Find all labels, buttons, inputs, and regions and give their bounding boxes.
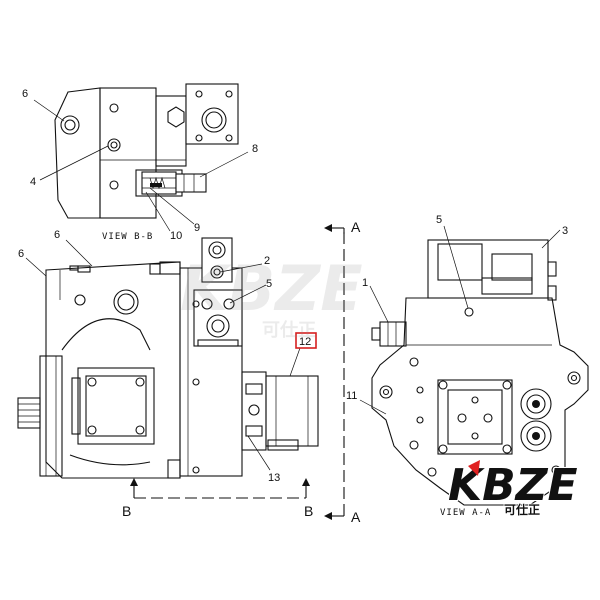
callout-12-highlight (295, 332, 317, 349)
control-block (159, 237, 243, 479)
front-valves (520, 388, 552, 452)
section-a-bottom: A (351, 509, 361, 525)
callout-2: 2 (264, 255, 270, 267)
watermark-brand: KBZE (448, 460, 578, 511)
callout-1: 1 (362, 277, 368, 289)
callout-6-mid: 6 (54, 229, 60, 241)
callout-8: 8 (252, 143, 258, 155)
watermark-faint-sub: 可仕正 (262, 319, 316, 341)
drive-flange (17, 355, 63, 477)
callout-5-mid: 5 (266, 278, 272, 290)
callout-3: 3 (562, 225, 568, 237)
charge-pump-plate (437, 379, 513, 455)
watermark-logo-accent (468, 460, 480, 476)
pump-front-view (371, 239, 589, 506)
callout-4: 4 (30, 176, 36, 188)
callout-9: 9 (194, 222, 200, 234)
watermark-sub: 可仕正 (504, 502, 540, 517)
watermark-logo: KBZE 可仕正 (447, 459, 579, 518)
relief-valve (141, 171, 207, 195)
pump-side-view (17, 237, 319, 479)
leaders-top (33, 99, 249, 232)
callout-6-top: 6 (22, 88, 28, 100)
callout-5-right: 5 (436, 214, 442, 226)
section-line-aa (324, 224, 345, 520)
watermark-faint: KBZE 可仕正 (180, 252, 363, 341)
callout-11: 11 (346, 390, 357, 402)
leaders-right (359, 225, 561, 415)
solenoid-12 (241, 371, 319, 451)
connector-1 (371, 321, 407, 347)
section-b-right: B (304, 503, 313, 519)
watermark-faint-brand: KBZE (180, 252, 363, 325)
view-bb-detail (54, 83, 239, 219)
callout-13: 13 (268, 472, 280, 484)
section-b-left: B (122, 503, 131, 519)
section-a-top: A (351, 219, 361, 235)
section-line-bb (130, 478, 310, 499)
callout-6-left: 6 (18, 248, 24, 260)
callout-10: 10 (170, 230, 182, 242)
callout-12: 12 (299, 336, 311, 348)
leaders-left (25, 239, 301, 471)
view-bb-caption: VIEW B-B (102, 232, 153, 242)
view-aa-caption: VIEW A-A (440, 508, 491, 518)
